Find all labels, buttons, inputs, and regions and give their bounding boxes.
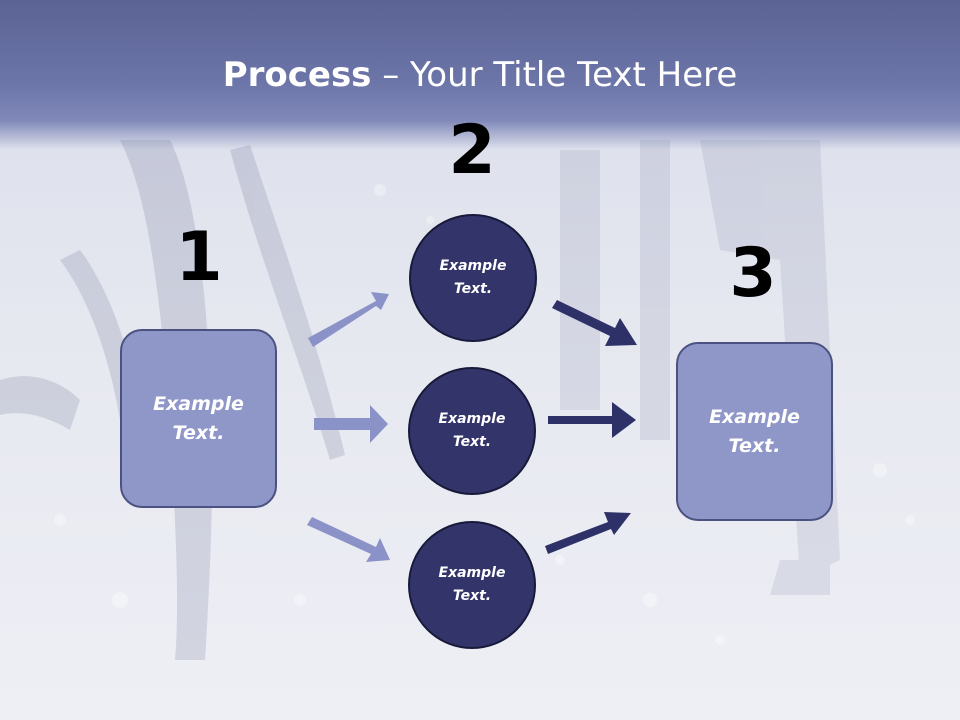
arrow-bottom-to-right	[545, 512, 631, 554]
arrow-left-to-bottom	[307, 517, 390, 562]
title-bar	[0, 0, 960, 150]
title-bold: Process	[222, 55, 372, 95]
left-box: Example Text.	[120, 329, 277, 508]
slide-title: Process – Your Title Text Here	[0, 52, 960, 98]
circle-top: Example Text.	[409, 214, 537, 342]
step-number-3: 3	[729, 234, 777, 313]
arrow-left-to-middle	[314, 405, 388, 443]
left-box-text: Example Text.	[153, 392, 244, 444]
arrow-middle-to-right	[548, 402, 636, 438]
right-box-text: Example Text.	[709, 405, 800, 457]
step-number-1: 1	[175, 218, 223, 297]
circle-bottom-text: Example Text.	[438, 565, 506, 604]
circle-bottom: Example Text.	[408, 521, 536, 649]
circle-top-text: Example Text.	[439, 258, 507, 297]
circle-middle: Example Text.	[408, 367, 536, 495]
right-box: Example Text.	[676, 342, 833, 521]
circle-middle-text: Example Text.	[438, 411, 506, 450]
arrow-left-to-top	[308, 292, 389, 347]
step-number-2: 2	[448, 111, 496, 190]
arrow-top-to-right	[552, 300, 637, 346]
title-rest: – Your Title Text Here	[371, 55, 738, 95]
